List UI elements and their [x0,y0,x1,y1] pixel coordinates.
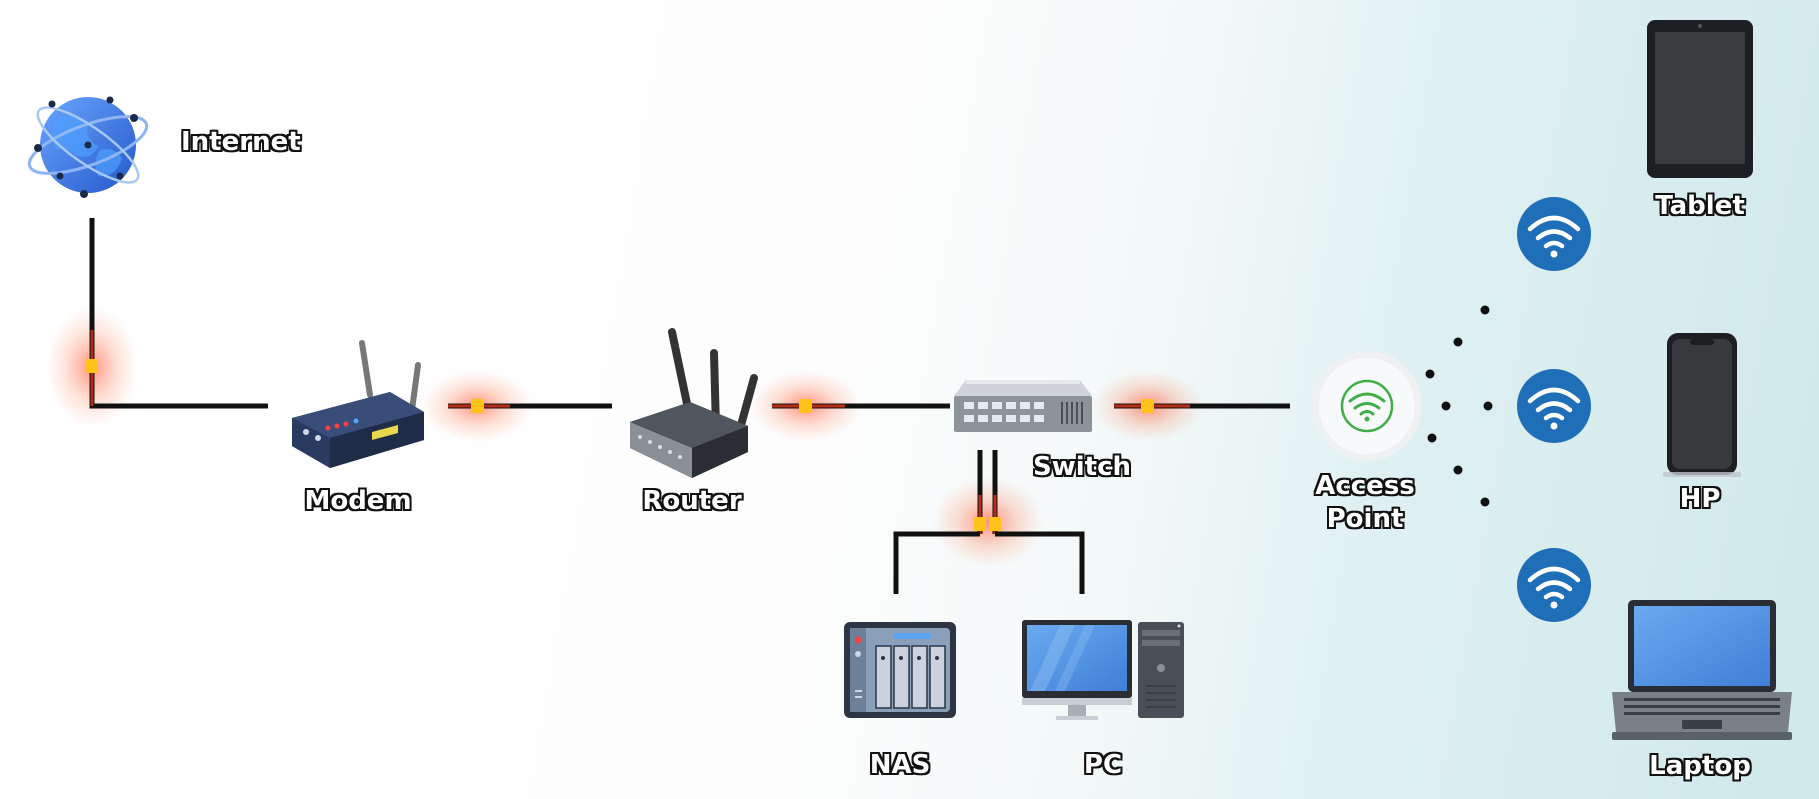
cable-connector [1141,399,1154,413]
tablet-label: Tablet [1655,191,1745,221]
globe-icon [27,96,149,198]
internet-label: Internet [181,127,301,157]
pc-tower-icon [1138,622,1184,718]
wifi-icon [1517,548,1591,622]
modem-icon [292,340,424,468]
cables [47,218,1493,594]
cable-connector [799,399,812,413]
cable-connector [989,517,1001,531]
router-label: Router [642,486,742,516]
cable-router-switch [751,371,950,441]
access-point-icon [1312,351,1422,461]
cable-internet-modem [47,218,268,427]
phone-icon [1663,333,1741,477]
cable-connector [86,359,98,373]
cable-switch-nas-pc [893,450,1085,594]
pc-monitor-icon [1022,620,1132,720]
cable-switch-ap [1093,371,1290,441]
wifi-icon [1517,369,1591,443]
nas-icon [844,622,956,718]
wifi-icon [1517,197,1591,271]
cable-connector [471,399,484,413]
access-point-label: Access Point [1315,471,1415,534]
nas-label: NAS [869,750,931,780]
wireless-dots [1425,305,1493,507]
modem-label: Modem [304,486,412,516]
pc-label: PC [1083,750,1123,780]
tablet-icon [1647,20,1753,178]
cable-modem-router [422,371,612,441]
router-icon [630,328,758,478]
laptop-icon [1612,600,1792,740]
switch-label: Switch [1032,452,1132,482]
laptop-label: Laptop [1649,751,1751,781]
switch-icon [954,380,1092,432]
cable-connector [974,517,986,531]
hp-label: HP [1679,484,1721,514]
